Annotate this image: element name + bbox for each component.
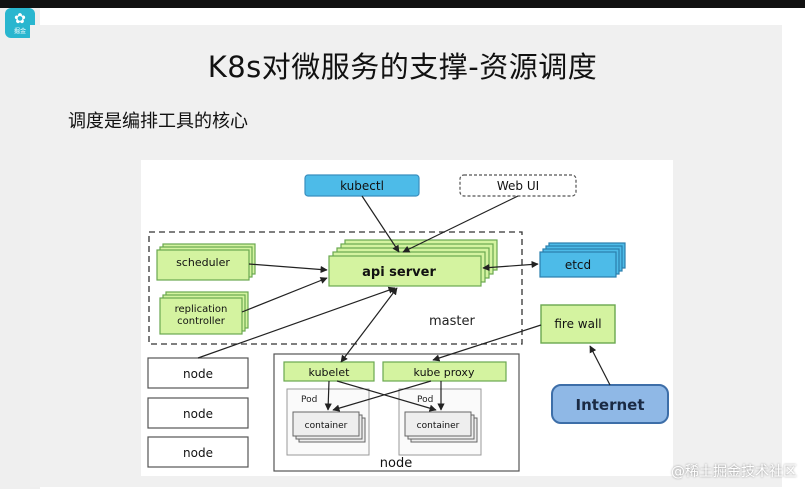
node-label-1: node xyxy=(183,367,213,381)
arrow-webui-api xyxy=(402,195,519,253)
pod-label-2: Pod xyxy=(417,395,433,405)
scheduler-label: scheduler xyxy=(176,256,230,269)
arrow-kubelet-api xyxy=(340,287,398,363)
web-ui-label: Web UI xyxy=(497,179,539,193)
watermark: @稀土掘金技术社区 xyxy=(671,464,797,480)
etcd-label: etcd xyxy=(565,258,591,272)
slide-subtitle: 调度是编排工具的核心 xyxy=(68,111,248,132)
kubectl-label: kubectl xyxy=(340,179,384,193)
container-label-2: container xyxy=(417,421,460,431)
replication-label-line1: replication xyxy=(175,304,228,315)
api-server-box xyxy=(328,255,482,287)
kube-proxy-box xyxy=(382,361,507,382)
slide-title: K8s对微服务的支撑-资源调度 xyxy=(207,50,598,84)
node-label-2: node xyxy=(183,407,213,421)
pod-label-1: Pod xyxy=(301,395,317,405)
node-label-3: node xyxy=(183,446,213,460)
kube-proxy-label: kube proxy xyxy=(414,366,475,379)
container-label-1: container xyxy=(305,421,348,431)
replication-label-line2: controller xyxy=(177,316,226,327)
node-detail-label: node xyxy=(380,456,412,471)
arrow-scheduler-api xyxy=(248,263,328,274)
replication-controller-box xyxy=(159,297,243,335)
kubelet-label: kubelet xyxy=(309,366,351,379)
arrow-internet-firewall xyxy=(589,345,611,386)
arrow-api-etcd xyxy=(482,260,539,272)
fire-wall-box xyxy=(540,304,616,344)
arrow-replication-api xyxy=(241,277,328,313)
internet-label: Internet xyxy=(575,396,644,414)
master-boundary xyxy=(148,231,523,345)
arrow-kubelet-container2 xyxy=(336,380,437,412)
arrow-kubelet-container1 xyxy=(324,380,332,411)
api-server-label: api server xyxy=(362,265,436,280)
arrow-firewall-kubeproxy xyxy=(432,324,542,362)
fire-wall-label: fire wall xyxy=(554,317,601,331)
window-top-bar xyxy=(0,0,805,8)
k8s-architecture-diagram: master kubectl Web UI scheduler replicat… xyxy=(141,160,673,476)
scheduler-box xyxy=(156,249,250,281)
node-box-3 xyxy=(147,436,249,468)
arrow-kubectl-api xyxy=(361,195,400,253)
master-label: master xyxy=(429,314,475,329)
arrow-kubeproxy-container1 xyxy=(332,380,432,412)
node-box-2 xyxy=(147,397,249,429)
container-box-1 xyxy=(292,411,360,437)
etcd-box xyxy=(539,251,617,278)
container-box-2 xyxy=(404,411,472,437)
